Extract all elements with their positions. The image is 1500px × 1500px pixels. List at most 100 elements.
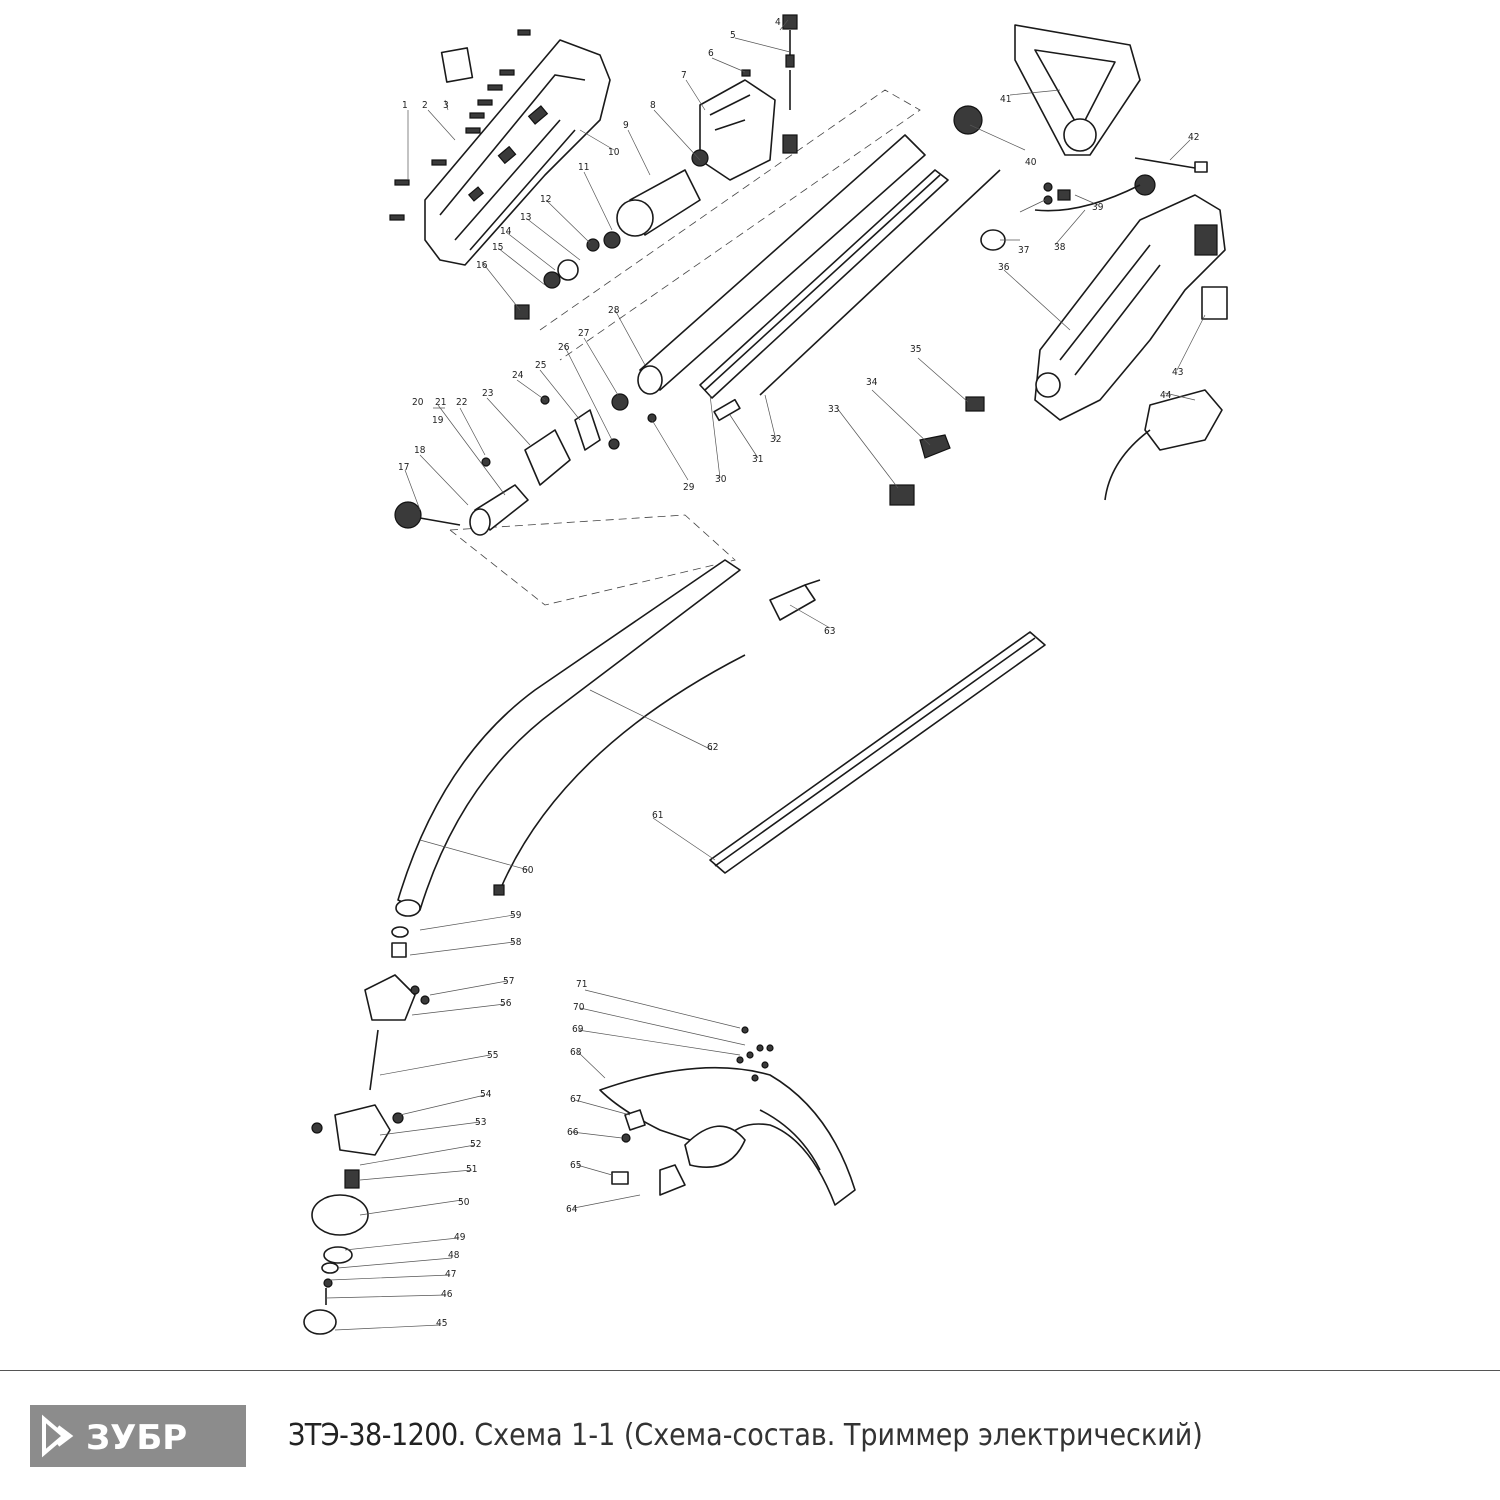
- power-cord: [1034, 184, 1141, 212]
- part-label: 70: [573, 1002, 585, 1013]
- part-label: 54: [480, 1089, 492, 1100]
- part-label: 71: [576, 979, 587, 990]
- shaft-coupling: [769, 579, 821, 621]
- part-label: 5: [730, 30, 736, 41]
- lower-shaft-rail: [709, 631, 1046, 874]
- part-label: 57: [503, 976, 514, 987]
- part-label: 15: [492, 242, 503, 253]
- part-label: 17: [398, 462, 409, 473]
- part-label: 20: [412, 397, 424, 408]
- terminal-connector: [741, 14, 798, 110]
- bearing: [543, 271, 561, 289]
- part-label: 30: [715, 474, 727, 485]
- part-label: 61: [652, 810, 663, 821]
- part-label: 8: [650, 100, 656, 111]
- motor-housing-half: [424, 39, 611, 266]
- upper-shaft-rail: [699, 169, 949, 399]
- part-label: 38: [1054, 242, 1066, 253]
- part-label: 49: [454, 1232, 466, 1243]
- part-label: 14: [500, 226, 512, 237]
- switch-block: [889, 484, 915, 506]
- part-label: 52: [470, 1139, 481, 1150]
- part-label: 12: [540, 194, 551, 205]
- part-label: 3: [443, 100, 449, 111]
- capacitor: [965, 396, 985, 412]
- small-screw: [1043, 182, 1053, 192]
- coupling-sleeve: [713, 398, 741, 422]
- part-label: 53: [475, 1117, 486, 1128]
- part-label: 65: [570, 1160, 581, 1171]
- cable-end: [493, 884, 505, 896]
- part-label: 25: [535, 360, 546, 371]
- gear-head-assembly: [303, 926, 430, 1335]
- exploded-parts-diagram: 1 2 3 4 5 6 7 8 9 10 11 12 13 14 15 16 1…: [303, 14, 1228, 1335]
- part-label: 1: [402, 100, 408, 111]
- part-label: 22: [456, 397, 467, 408]
- part-label: 26: [558, 342, 570, 353]
- part-label: 18: [414, 445, 426, 456]
- part-label: 67: [570, 1094, 581, 1105]
- part-label: 28: [608, 305, 620, 316]
- part-label: 19: [432, 415, 444, 426]
- switch-trigger: [919, 434, 951, 459]
- label-sticker: [440, 47, 474, 83]
- part-label: 45: [436, 1318, 447, 1329]
- part-label: 43: [1172, 367, 1183, 378]
- part-label: 34: [866, 377, 878, 388]
- small-screw: [1043, 195, 1053, 205]
- shaft-clamp: [394, 393, 657, 536]
- handle-label: [1201, 286, 1228, 320]
- part-label: 55: [487, 1050, 498, 1061]
- scheme-description: Схема 1-1 (Схема-состав. Триммер электри…: [474, 1418, 1203, 1453]
- cable-gland: [1134, 174, 1156, 196]
- part-label: 37: [1018, 245, 1029, 256]
- part-label: 63: [824, 626, 835, 637]
- shaft-screw: [514, 304, 530, 320]
- part-label: 35: [910, 344, 921, 355]
- part-label: 10: [608, 147, 620, 158]
- handle-knob: [953, 105, 983, 135]
- part-label: 68: [570, 1047, 582, 1058]
- part-label: 13: [520, 212, 531, 223]
- part-label: 27: [578, 328, 589, 339]
- lower-drive-cable: [499, 654, 746, 891]
- part-label: 33: [828, 404, 839, 415]
- model-number: ЗТЭ-38-1200.: [288, 1418, 466, 1453]
- housing-screws: [389, 29, 531, 221]
- assembly-guide-line: [449, 89, 921, 606]
- part-label: 62: [707, 742, 718, 753]
- brand-logo: ЗУБР: [30, 1405, 246, 1467]
- upper-drive-cable: [759, 169, 1001, 396]
- brand-logo-mark: ЗУБР: [42, 1414, 187, 1458]
- part-label: 40: [1025, 157, 1037, 168]
- document-caption: ЗТЭ-38-1200. Схема 1-1 (Схема-состав. Тр…: [288, 1418, 1203, 1453]
- brand-name: ЗУБР: [86, 1418, 187, 1458]
- part-label: 51: [466, 1164, 477, 1175]
- gear-wheel: [557, 259, 579, 281]
- part-label: 59: [510, 910, 522, 921]
- stator: [699, 79, 798, 181]
- part-label: 11: [578, 162, 589, 173]
- part-label: 69: [572, 1024, 584, 1035]
- part-label: 21: [435, 397, 446, 408]
- leader-lines: [325, 19, 1206, 1331]
- part-label: 39: [1092, 202, 1104, 213]
- safety-guard: [599, 1026, 856, 1206]
- part-label: 9: [623, 120, 629, 131]
- lower-curved-shaft: [395, 559, 741, 917]
- part-label: 32: [770, 434, 781, 445]
- part-label: 7: [681, 70, 687, 81]
- part-label: 48: [448, 1250, 460, 1261]
- part-label: 50: [458, 1197, 470, 1208]
- part-label: 41: [1000, 94, 1011, 105]
- part-label: 64: [566, 1204, 578, 1215]
- part-label: 31: [752, 454, 763, 465]
- part-label: 4: [775, 17, 781, 28]
- handle-bolt: [1134, 157, 1208, 173]
- part-label: 56: [500, 998, 512, 1009]
- part-label: 36: [998, 262, 1010, 273]
- part-label: 60: [522, 865, 534, 876]
- upper-shaft-tube: [637, 134, 926, 395]
- footer-divider: [0, 1370, 1500, 1371]
- armature: [586, 149, 709, 252]
